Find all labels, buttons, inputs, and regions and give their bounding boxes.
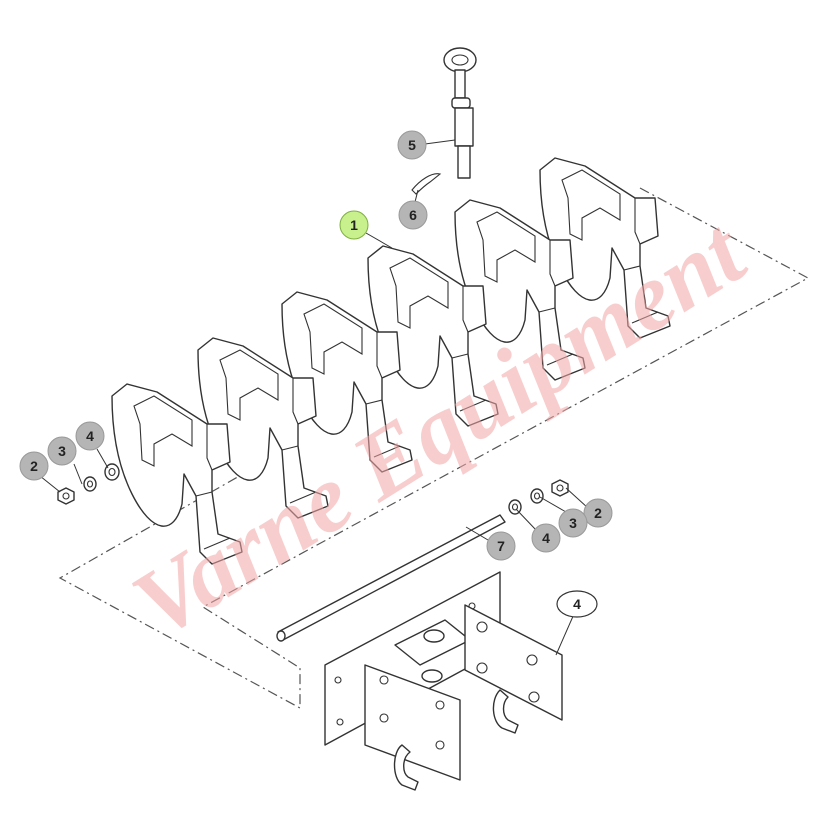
- callout-label: 4: [542, 530, 550, 546]
- callout-label: 2: [594, 505, 602, 521]
- callout-label: 4: [86, 428, 94, 444]
- callout-3-left-lock-washer: 3: [47, 436, 77, 466]
- callout-6-linch-pin: 6: [398, 200, 428, 230]
- callout-2-left-nut: 2: [19, 451, 49, 481]
- leader-lines: [39, 139, 589, 656]
- linch-pin-clip: [411, 173, 442, 195]
- callout-label: 3: [569, 515, 577, 531]
- weight-plate: [367, 245, 499, 427]
- callout-bubble: [583, 498, 613, 528]
- callout-bubble: [339, 210, 369, 240]
- left-hardware: [57, 463, 120, 505]
- weight-plate: [197, 337, 329, 519]
- callout-4-left-washer: 4: [75, 421, 105, 451]
- assembly-outline: [58, 187, 810, 710]
- callout-bubble: [556, 590, 598, 618]
- callout-bubble: [19, 451, 49, 481]
- callout-4-right-washer: 4: [531, 523, 561, 553]
- callout-label: 5: [408, 137, 416, 153]
- callout-bubble: [75, 421, 105, 451]
- weight-plate: [281, 291, 413, 473]
- callout-bubble: [397, 130, 427, 160]
- callout-bubble: [398, 200, 428, 230]
- callout-bubble: [531, 523, 561, 553]
- callout-label: 3: [58, 443, 66, 459]
- callout-bubble: [558, 508, 588, 538]
- callout-4-bracket: 4: [556, 590, 598, 618]
- callout-bubble: [486, 531, 516, 561]
- callout-5-locking-pin: 5: [397, 130, 427, 160]
- callout-label: 6: [409, 207, 417, 223]
- callout-bubble: [47, 436, 77, 466]
- callout-7-tie-rod: 7: [486, 531, 516, 561]
- callout-2-right-nut: 2: [583, 498, 613, 528]
- callout-3-right-lock-washer: 3: [558, 508, 588, 538]
- callout-1-frame-weight: 1: [339, 210, 369, 240]
- locking-pin: [443, 47, 477, 179]
- weight-stack: [111, 157, 671, 565]
- callout-label: 1: [350, 217, 358, 233]
- callout-label: 7: [497, 538, 505, 554]
- right-hardware: [508, 479, 569, 515]
- callout-label: 4: [573, 596, 581, 612]
- callout-layer: 1 2 3 4 5 6 7 2 3 4 4: [19, 130, 613, 618]
- tie-rod: [276, 514, 506, 642]
- weight-plate: [111, 383, 243, 565]
- callout-label: 2: [30, 458, 38, 474]
- weight-plate: [454, 199, 586, 381]
- weight-plate: [539, 157, 671, 339]
- mounting-bracket: [324, 571, 563, 791]
